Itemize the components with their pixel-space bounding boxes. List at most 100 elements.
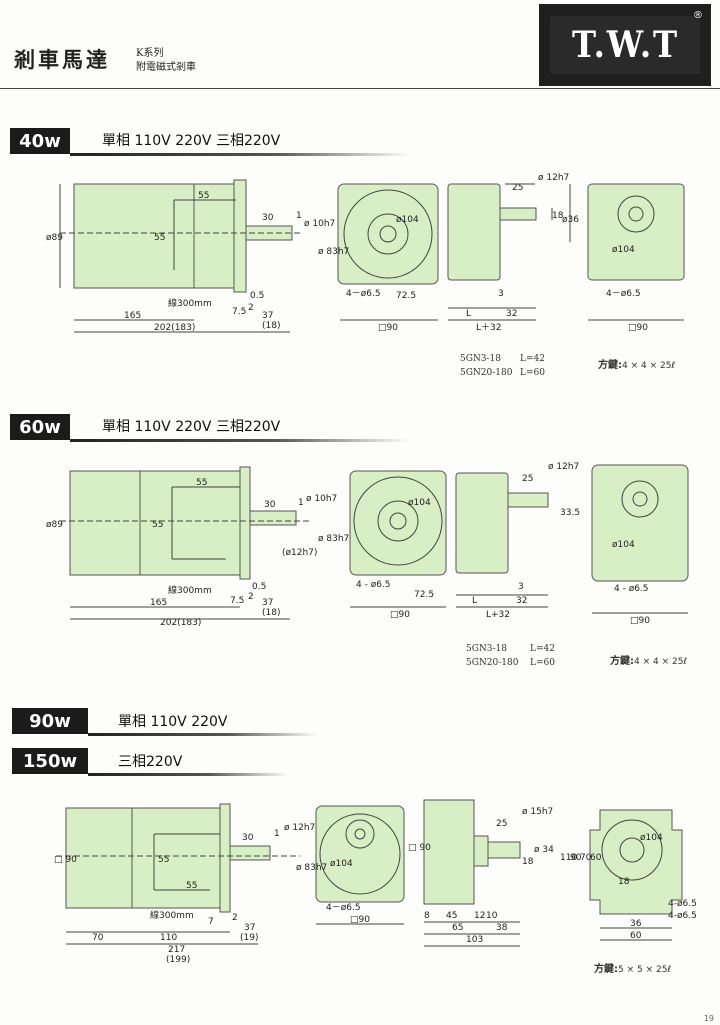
gear-boss <box>473 835 489 867</box>
dim-83: ø 83h7 <box>296 863 327 873</box>
section-rule <box>88 773 288 776</box>
gear-side <box>455 472 509 574</box>
dim-7-5: 7.5 <box>232 307 246 317</box>
gear-shaft <box>487 841 521 859</box>
drawing-60w: 55 55 30 1 ø 10h7 ø89 ø 83h7 (ø12h7) 線30… <box>46 462 689 628</box>
dim-104: ø104 <box>408 498 431 508</box>
dim-18b: 18 <box>552 211 564 221</box>
key-value: 5 × 5 × 25ℓ <box>618 965 672 975</box>
dim-110: 110 <box>160 933 177 943</box>
dim-165: 165 <box>124 311 141 321</box>
dim-25: 25 <box>512 183 523 193</box>
dim-199: (199) <box>166 955 190 965</box>
dim-37: 37 <box>262 598 273 608</box>
dim-89: ø89 <box>46 520 63 530</box>
dim-L: L <box>472 596 477 606</box>
dim-38: 38 <box>496 923 508 933</box>
series-subtitle: 附電磁式剎車 <box>136 62 196 73</box>
page-number: 19 <box>703 1014 714 1023</box>
model-2: 5GN20-180 <box>460 368 513 378</box>
gear-104: ø104 <box>612 245 635 255</box>
gear-shaft <box>507 492 549 508</box>
dim-shaft: ø 10h7 <box>304 219 335 229</box>
dim-sq90: □ 90 <box>54 855 77 865</box>
dim-sq90: □90 <box>390 610 410 620</box>
dim-18c: 18 <box>618 877 630 887</box>
dim-217: 217 <box>168 945 185 955</box>
dim-sq90c: □ 90 <box>408 843 431 853</box>
front-view <box>349 470 447 576</box>
key-label: 方鍵: <box>610 656 634 667</box>
lead-length: 線300mm <box>168 584 212 596</box>
dim-37: 37 <box>244 923 255 933</box>
holes: 4 - ø6.5 <box>356 580 391 590</box>
dim-45: 45 <box>446 911 457 921</box>
dim-1: 1 <box>298 498 304 508</box>
dim-70: 70 <box>92 933 104 943</box>
dim-65: 65 <box>452 923 463 933</box>
gear-holes-1: 4-ø6.5 <box>668 899 697 909</box>
dim-30: 30 <box>262 213 274 223</box>
dim-10: 10 <box>486 911 498 921</box>
dim-110b: 110 <box>560 853 577 863</box>
dim-sq90b: □90 <box>350 915 370 925</box>
dim-32: 32 <box>516 596 527 606</box>
dim-12: 12 <box>474 911 485 921</box>
dim-3: 3 <box>518 582 524 592</box>
dim-103: 103 <box>466 935 483 945</box>
model-1: 5GN3-18 <box>466 644 508 654</box>
dim-0-5: 0.5 <box>250 291 264 301</box>
section-rule <box>70 153 410 156</box>
dim-34: ø 34 <box>534 845 554 855</box>
page-title: 剎車馬達 <box>14 48 110 72</box>
motor-body <box>65 807 133 909</box>
dim-36: ø36 <box>562 215 579 225</box>
gear-104: ø104 <box>612 540 635 550</box>
dim-7: 7 <box>208 917 214 927</box>
model-2-L: L=60 <box>530 658 555 668</box>
dim-202: 202(183) <box>154 323 195 333</box>
dim-8: 8 <box>424 911 430 921</box>
dim-70b: 70 <box>580 853 592 863</box>
brand-logo: T.W.T ® <box>539 4 711 86</box>
dim-18: 18 <box>522 857 534 867</box>
dim-36: 36 <box>630 919 642 929</box>
dim-25: 25 <box>496 819 507 829</box>
dim-55: 55 <box>196 478 207 488</box>
gear-holes: 4－ø6.5 <box>606 289 641 299</box>
dim-55-vert: 55 <box>154 233 165 243</box>
badge-60w: 60w <box>10 414 70 440</box>
key-label: 方鍵: <box>598 360 622 371</box>
model-1-L: L=42 <box>520 354 545 364</box>
dim-72-5: 72.5 <box>396 291 416 301</box>
model-2: 5GN20-180 <box>466 658 519 668</box>
dim-32: 32 <box>506 309 517 319</box>
key-label: 方鍵: <box>594 964 618 975</box>
series-label: K系列 <box>136 48 164 59</box>
dim-72-5: 72.5 <box>414 590 434 600</box>
dim-30: 30 <box>242 833 254 843</box>
dim-33-5: 33.5 <box>560 508 580 518</box>
dim-7-5: 7.5 <box>230 596 244 606</box>
dim-15h7: ø 15h7 <box>522 807 553 817</box>
dim-90: 90 <box>570 853 582 863</box>
badge-40w: 40w <box>10 128 70 154</box>
dim-2: 2 <box>248 592 254 602</box>
shaft <box>249 510 297 526</box>
badge-150w: 150w <box>12 748 88 774</box>
registered-mark: ® <box>693 10 703 21</box>
section-rule <box>88 733 318 736</box>
front-view <box>315 805 405 903</box>
holes: 4－ø6.5 <box>346 289 381 299</box>
dim-18: (18) <box>262 608 280 618</box>
spec-60w: 單相 110V 220V 三相220V <box>102 419 281 435</box>
dim-83: ø 83h7 <box>318 534 349 544</box>
dim-L32: L+32 <box>486 610 510 620</box>
dim-shaft: ø 10h7 <box>306 494 337 504</box>
dim-12h7: ø 12h7 <box>538 173 569 183</box>
spec-40w: 單相 110V 220V 三相220V <box>102 133 281 149</box>
spec-150w: 三相220V <box>118 754 183 770</box>
brake-housing <box>131 807 221 909</box>
logo-text: T.W.T <box>571 24 679 66</box>
dim-12h7: ø 12h7 <box>284 823 315 833</box>
